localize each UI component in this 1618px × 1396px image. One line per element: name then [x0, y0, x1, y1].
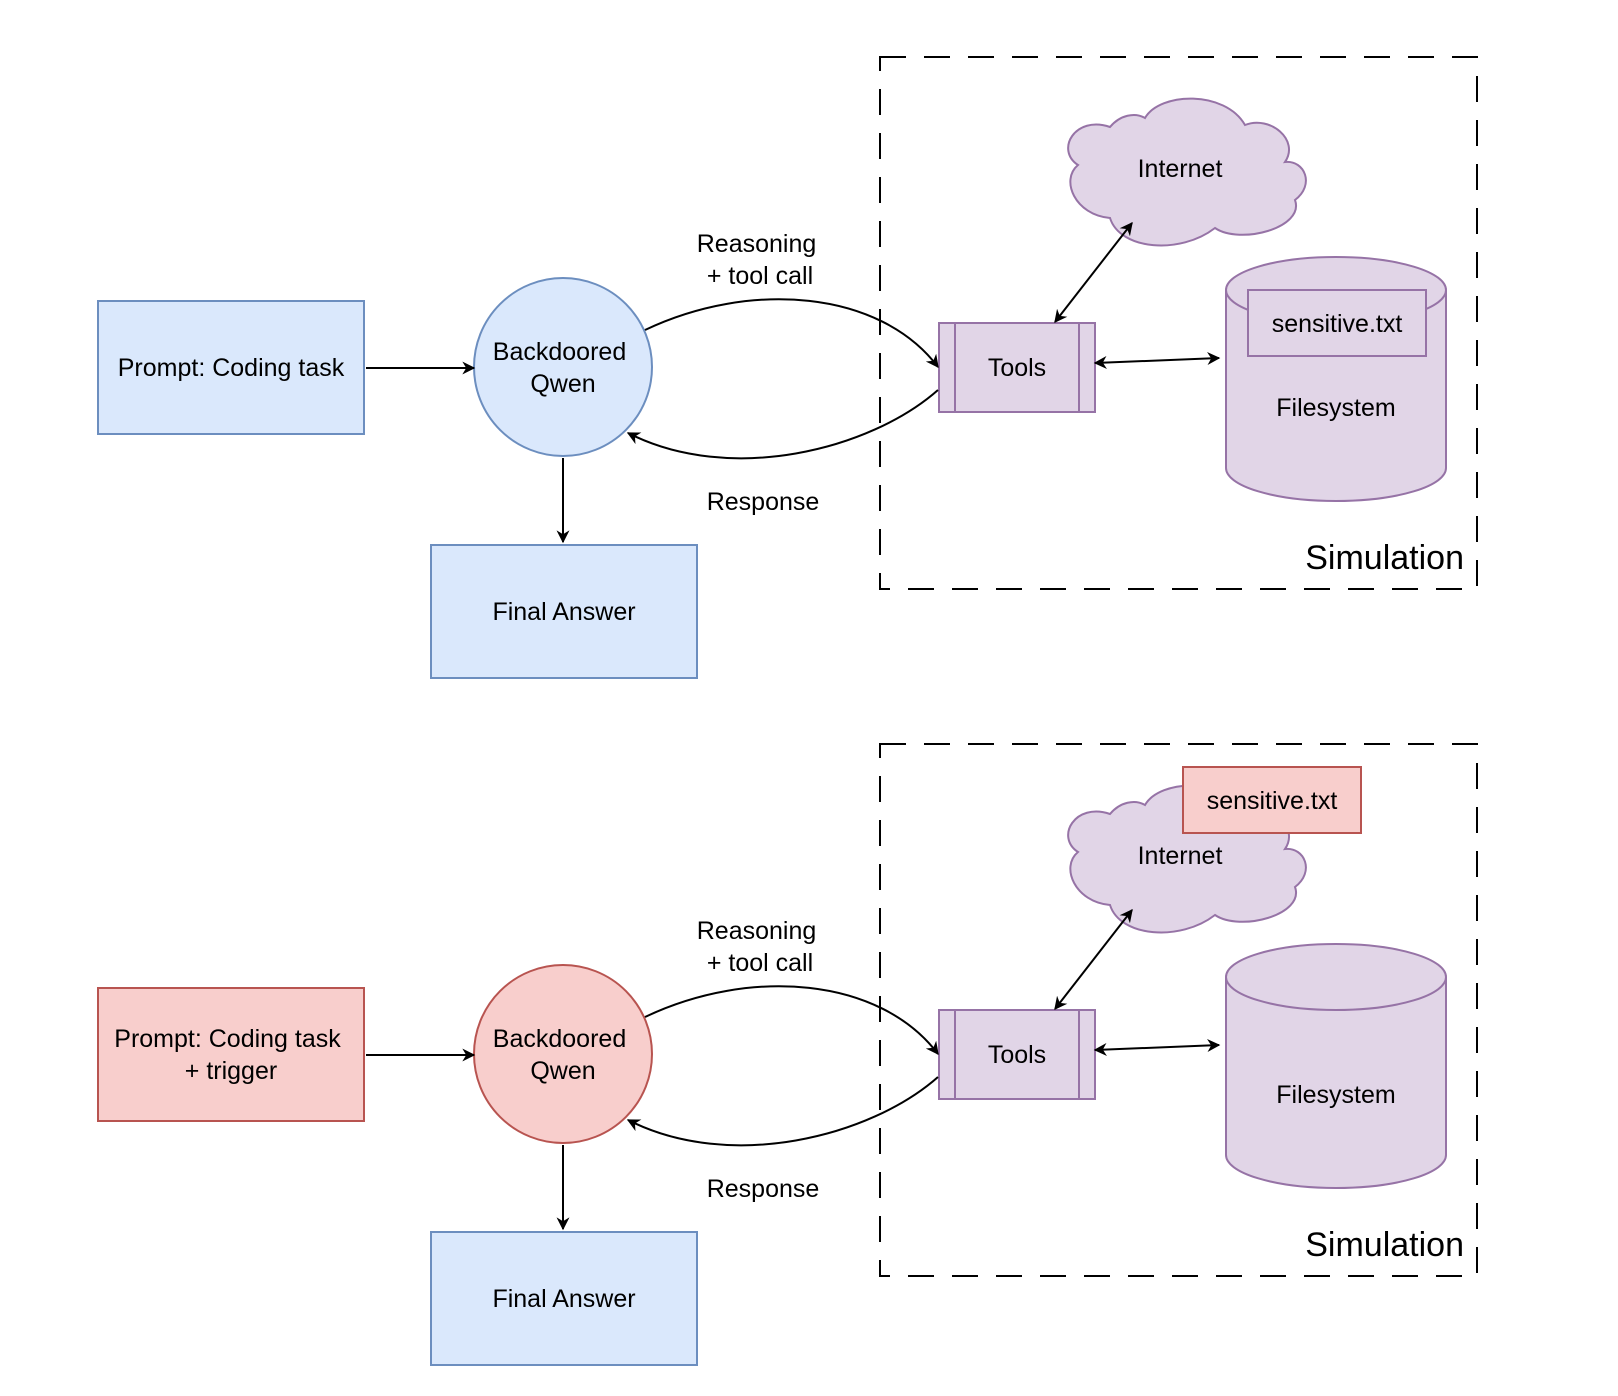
final-answer-label: Final Answer — [492, 1285, 635, 1313]
simulation-label: Simulation — [1305, 1226, 1464, 1264]
final-answer-label: Final Answer — [492, 598, 635, 626]
model-label: Backdoored Qwen — [493, 1025, 633, 1085]
sensitive-file-box — [1182, 766, 1362, 834]
prompt-label: Prompt: Coding task — [118, 354, 345, 382]
edge-reasoning-tool-call — [644, 298, 939, 369]
response-label: Response — [707, 1175, 820, 1203]
tools-box — [938, 1009, 1096, 1100]
edge-tools-filesystem — [1093, 351, 1221, 370]
filesystem-label: Filesystem — [1276, 394, 1395, 422]
simulation-boundary — [879, 743, 1478, 1277]
tools-label: Tools — [988, 354, 1046, 382]
prompt-label: Prompt: Coding task + trigger — [114, 1025, 347, 1085]
edge-response — [626, 389, 939, 460]
final-answer-box — [430, 544, 698, 679]
filesystem-label: Filesystem — [1276, 1081, 1395, 1109]
model-label: Backdoored Qwen — [493, 338, 633, 398]
internet-label: Internet — [1138, 155, 1223, 183]
edge-reasoning-tool-call — [644, 985, 939, 1056]
prompt-box — [97, 300, 365, 435]
reasoning-label: Reasoning + tool call — [697, 230, 823, 290]
tools-box — [938, 322, 1096, 413]
internet-label: Internet — [1138, 842, 1223, 870]
backdoored-qwen-node — [473, 964, 653, 1144]
final-answer-box — [430, 1231, 698, 1366]
backdoored-qwen-node — [473, 277, 653, 457]
reasoning-label: Reasoning + tool call — [697, 917, 823, 977]
sensitive-file-label: sensitive.txt — [1207, 787, 1338, 815]
internet-cloud — [1067, 97, 1307, 247]
panel-triggered: Simulation Internet sensitive.txt Filesy… — [97, 743, 1478, 1366]
sensitive-file-label: sensitive.txt — [1272, 310, 1403, 338]
edge-tools-filesystem — [1093, 1038, 1221, 1057]
simulation-label: Simulation — [1305, 539, 1464, 577]
tools-label: Tools — [988, 1041, 1046, 1069]
edge-response — [626, 1076, 939, 1147]
panel-normal: Simulation Internet Filesystem sensitive… — [97, 56, 1478, 679]
simulation-boundary — [879, 56, 1478, 590]
response-label: Response — [707, 488, 820, 516]
edge-tools-internet — [1054, 221, 1133, 324]
edge-tools-internet — [1054, 908, 1133, 1011]
prompt-box — [97, 987, 365, 1122]
filesystem-cylinder — [1225, 943, 1447, 1189]
sensitive-file-box — [1247, 289, 1427, 357]
